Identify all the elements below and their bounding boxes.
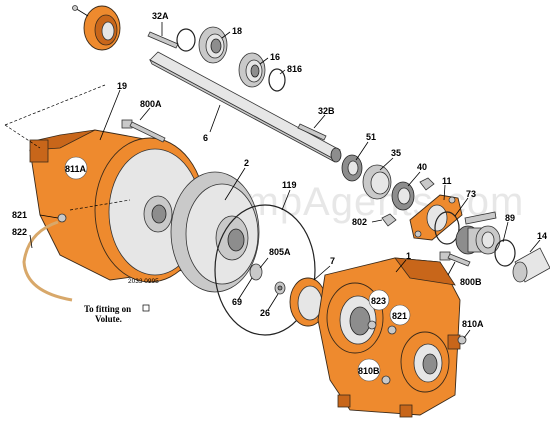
label-119: 119 [282,180,297,190]
label-7: 7 [330,256,335,266]
label-811a: 811A [65,164,87,174]
shaft [149,51,342,163]
leader-lines [29,22,541,339]
gasket-73 [434,211,460,245]
label-40: 40 [417,162,427,172]
label-802: 802 [352,217,367,227]
label-800b: 800B [460,277,482,287]
label-822: 822 [12,227,27,237]
label-bubble-811a [64,156,88,180]
label-800a: 800A [140,99,162,109]
seal-35 [362,164,392,200]
label-1: 1 [406,251,411,261]
key-32b [297,123,327,141]
bolt-800a [121,119,166,143]
label-bubble-810b [357,358,381,382]
bolt-800b [439,251,471,267]
fitting-note-line2: Volute. [95,314,122,324]
label-18: 18 [232,26,242,36]
label-bubble-821 [389,304,411,326]
label-14: 14 [537,231,547,241]
plug-821 [387,325,397,335]
label-16: 16 [270,52,280,62]
label-51: 51 [366,132,376,142]
label-821-right: 821 [392,311,407,321]
label-35: 35 [391,148,401,158]
impeller [170,171,260,293]
stud-bolt [464,211,497,225]
label-2: 2 [244,158,249,168]
washer-69 [249,263,263,281]
label-bg-805a [268,245,294,257]
label-805a: 805A [269,247,291,257]
sleeve-14 [512,247,550,283]
ring-89 [494,239,516,267]
label-810b: 810B [358,366,380,376]
label-32a: 32A [152,11,169,21]
seal-51 [341,154,363,182]
label-69: 69 [232,297,242,307]
mechanical-seal [455,225,501,255]
label-823: 823 [371,296,386,306]
gland-11 [409,194,463,241]
seal-40 [391,181,415,211]
o-ring-119 [214,204,316,336]
wear-ring-7 [289,277,327,327]
label-821-left: 821 [12,210,27,220]
bearing-cap [72,5,121,51]
drawing-number: 2033 0995 [128,278,159,285]
plug-823 [367,320,377,330]
screw-26 [274,281,286,295]
label-816: 816 [287,64,302,74]
label-6: 6 [203,133,208,143]
label-32b: 32B [318,106,335,116]
label-73: 73 [466,189,476,199]
nut-802 [381,177,435,227]
key-32a [147,31,179,49]
label-26: 26 [260,308,270,318]
label-11: 11 [442,176,452,186]
bearing-16 [238,52,266,88]
note-box-glyph [142,304,150,312]
label-19: 19 [117,81,127,91]
tubing-822 [22,220,73,302]
fitting-821 [57,213,67,223]
retaining-ring [176,28,196,52]
plug-810b [381,375,391,385]
label-bubble-823 [368,289,390,311]
ring-816 [268,68,286,92]
label-89: 89 [505,213,515,223]
bearing-18 [198,26,228,64]
label-810a: 810A [462,319,484,329]
volute-casing [317,257,461,418]
fitting-note-line1: To fitting on [84,304,131,314]
